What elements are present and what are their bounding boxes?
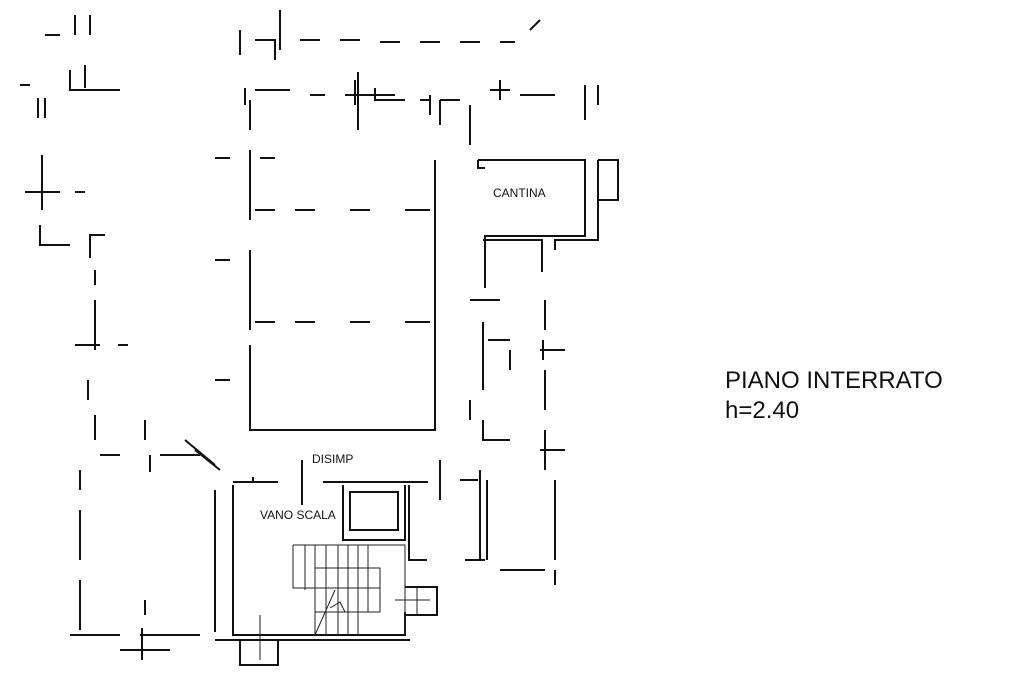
corridor-outline: [439, 299, 565, 585]
stairs: [259, 544, 430, 660]
plan-title: PIANO INTERRATO h=2.40: [725, 366, 943, 426]
ceiling-height: h=2.40: [725, 397, 800, 424]
cantina-outline: [429, 80, 619, 288]
left-building-outline: [20, 15, 221, 660]
room-label-vano-scala: VANO SCALA: [260, 508, 336, 522]
central-cellars-outline: [215, 10, 541, 431]
room-label-cantina: CANTINA: [493, 186, 546, 200]
floor-name: PIANO INTERRATO: [725, 367, 943, 394]
room-label-disimp: DISIMP: [312, 452, 354, 466]
